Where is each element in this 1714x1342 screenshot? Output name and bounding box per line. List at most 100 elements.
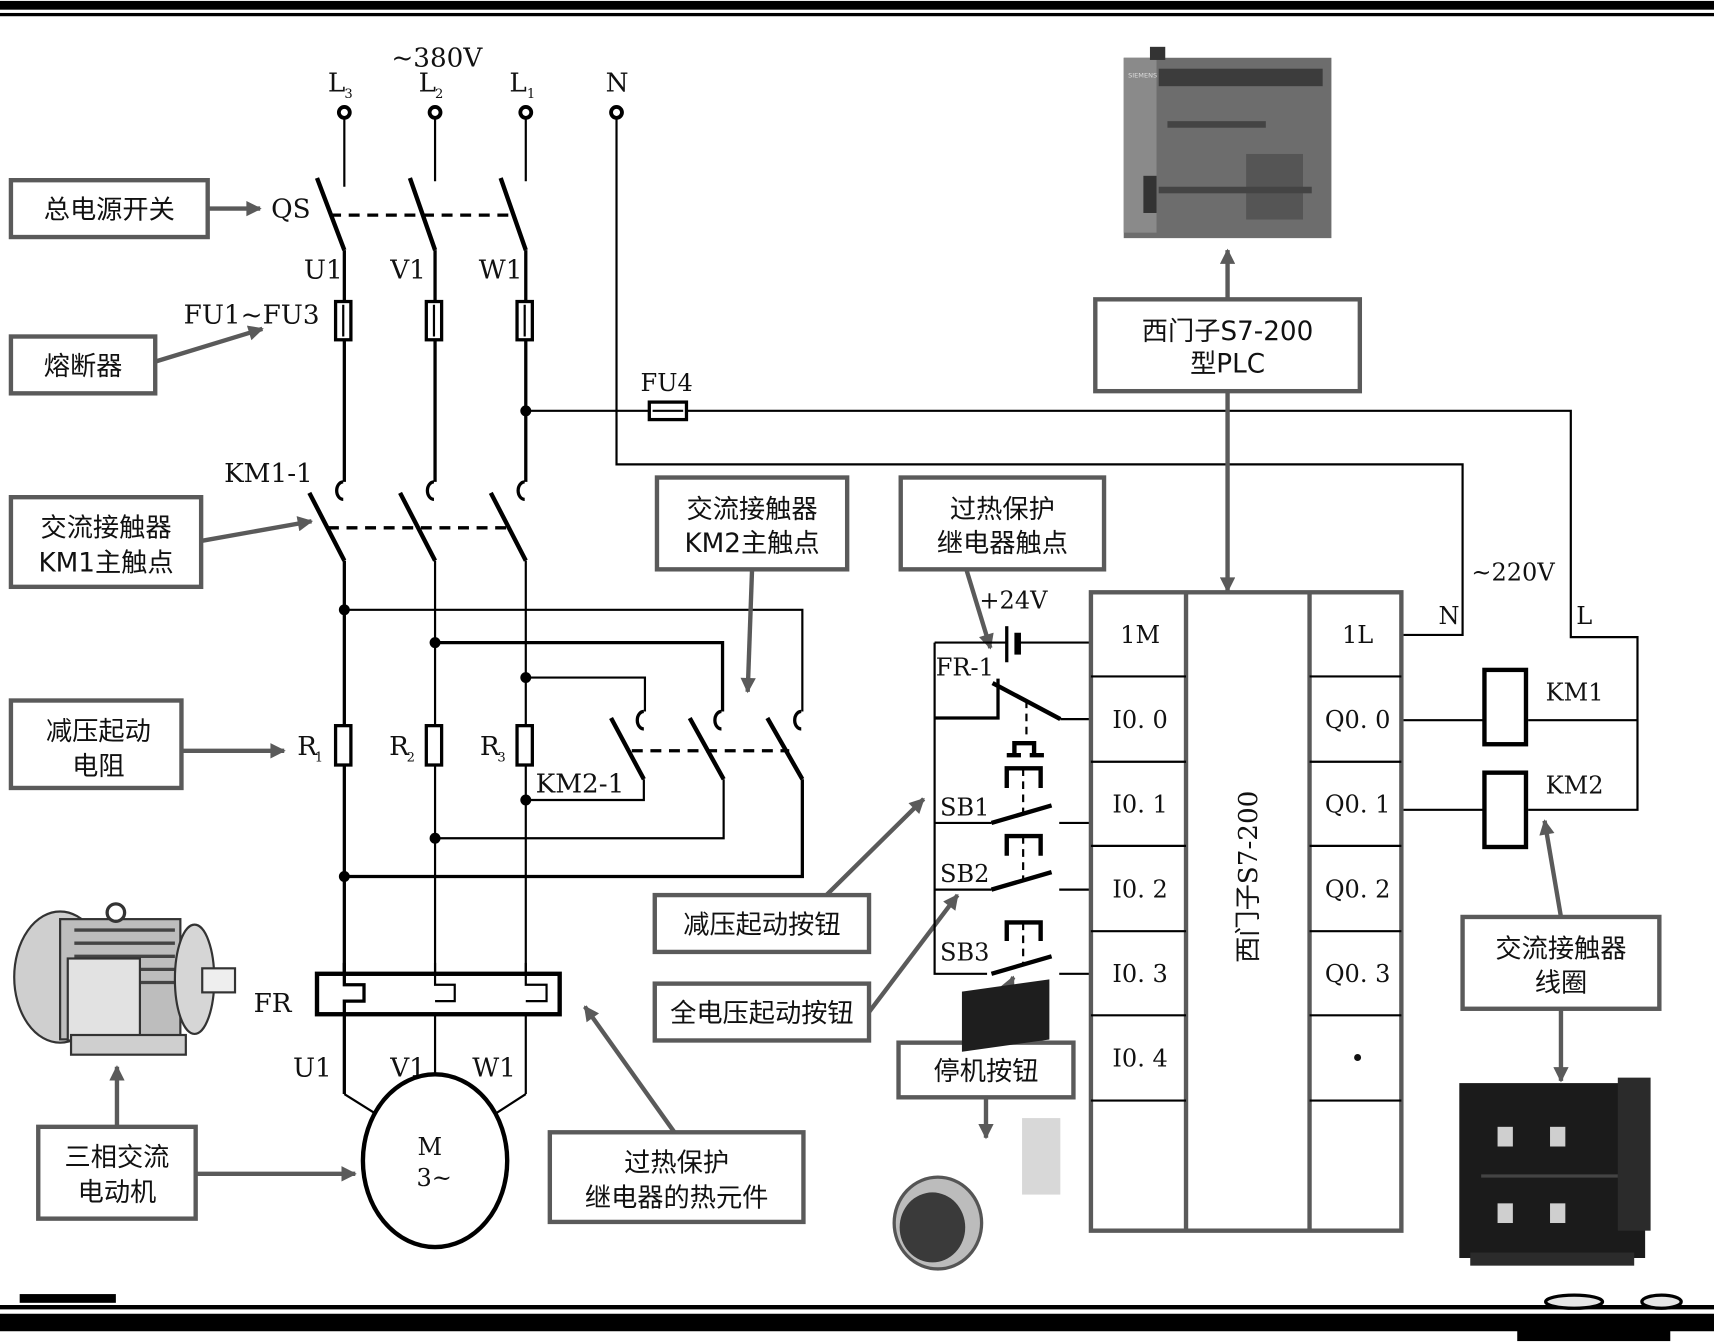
motor-photo <box>13 902 237 1056</box>
svg-text:SB2: SB2 <box>940 860 989 888</box>
bottom-left-mark <box>19 1294 116 1303</box>
svg-text:L: L <box>328 69 345 99</box>
label-fu4: FU4 <box>641 369 693 397</box>
label-u1-bottom: U1 <box>293 1054 332 1084</box>
svg-text:过热保护: 过热保护 <box>950 495 1055 525</box>
thermal-relay-fr: FR <box>254 962 562 1095</box>
svg-text:SB3: SB3 <box>940 939 989 967</box>
plc-block-title: 西门子S7-200 <box>1234 791 1264 963</box>
svg-text:交流接触器: 交流接触器 <box>687 495 818 525</box>
callout-stop-button: 停机按钮 <box>896 975 1076 1140</box>
phase-lines-upper <box>342 250 528 482</box>
callout-plc-model: 西门子S7-200 型PLC <box>1093 248 1363 593</box>
callout-fuse: 熔断器 <box>8 325 264 396</box>
svg-text:SIEMENS: SIEMENS <box>1128 71 1157 79</box>
svg-text:N: N <box>1439 602 1460 630</box>
terminal-l3: L 3 <box>328 69 353 120</box>
callout-start-resistor: 减压起动 电阻 <box>8 698 286 791</box>
fuses-fu1-fu3: FU1~FU3 <box>184 299 534 342</box>
plc-input-terminal: I0. 0 <box>1112 706 1167 734</box>
plc-output-terminal: 1L <box>1342 621 1373 649</box>
svg-text:熔断器: 熔断器 <box>44 352 123 382</box>
top-page-rule <box>0 12 1714 17</box>
plc-input-terminal: I0. 4 <box>1112 1045 1167 1073</box>
svg-text:KM2主触点: KM2主触点 <box>684 529 819 559</box>
svg-text:交流接触器: 交流接触器 <box>1495 934 1626 964</box>
callout-km1-main: 交流接触器 KM1主触点 <box>8 495 314 590</box>
plc-output-terminal: Q0. 1 <box>1325 791 1391 819</box>
push-button-photo <box>892 979 1061 1271</box>
svg-text:KM2-1: KM2-1 <box>536 769 625 799</box>
svg-text:过热保护: 过热保护 <box>624 1149 729 1179</box>
svg-text:R: R <box>297 732 318 762</box>
input-circuit: +24V FR-1 SB1 SB2 SB3 <box>933 587 1090 976</box>
svg-text:KM1: KM1 <box>1546 679 1604 707</box>
svg-text:3: 3 <box>497 751 505 766</box>
svg-text:~220V: ~220V <box>1471 558 1555 586</box>
terminal-l1: L 1 <box>509 69 535 120</box>
terminal-l2: L 2 <box>419 69 443 120</box>
plc-output-terminal: • <box>1351 1045 1365 1073</box>
start-resistors: R 1 R 2 R 3 <box>297 724 534 767</box>
svg-text:L: L <box>419 69 436 99</box>
label-u1-top: U1 <box>304 256 343 286</box>
svg-text:SB1: SB1 <box>940 793 989 821</box>
km2-out-w <box>525 779 645 802</box>
svg-text:西门子S7-200: 西门子S7-200 <box>1142 317 1313 347</box>
svg-text:1: 1 <box>315 751 323 766</box>
plc-photo: SIEMENS <box>1123 46 1332 239</box>
callout-thermal-element: 过热保护 继电器的热元件 <box>547 1005 806 1225</box>
supply-wires <box>343 118 527 187</box>
svg-text:+24V: +24V <box>979 587 1048 615</box>
callout-motor: 三相交流 电动机 <box>36 1065 357 1221</box>
bottom-right-tab <box>1517 1329 1671 1342</box>
svg-text:L: L <box>1576 602 1592 630</box>
supply-voltage-label: ~380V <box>391 44 483 74</box>
terminal-n: N <box>606 69 629 120</box>
plc-output-terminal: Q0. 3 <box>1325 960 1391 988</box>
svg-text:2: 2 <box>435 87 443 102</box>
svg-text:KM1主触点: KM1主触点 <box>38 549 173 579</box>
callout-km2-main: 交流接触器 KM2主触点 <box>654 475 850 694</box>
svg-text:减压起动: 减压起动 <box>46 717 151 747</box>
callout-main-switch: 总电源开关 <box>8 178 262 240</box>
svg-text:L: L <box>509 69 526 99</box>
svg-text:QS: QS <box>271 194 310 224</box>
motor-symbol: M 3~ <box>360 1072 510 1250</box>
coil-km1 <box>1482 667 1529 747</box>
svg-text:3: 3 <box>344 87 352 102</box>
km2-bus-w <box>525 676 647 712</box>
svg-text:减压起动按钮: 减压起动按钮 <box>683 910 840 940</box>
svg-text:KM1-1: KM1-1 <box>224 459 313 489</box>
svg-text:M: M <box>418 1133 443 1161</box>
km2-bus-v <box>435 640 725 712</box>
plc-input-terminal: I0. 2 <box>1112 875 1167 903</box>
main-switch-qs: QS <box>271 177 528 251</box>
contactor-photo <box>1459 1077 1651 1266</box>
svg-text:KM2: KM2 <box>1546 771 1604 799</box>
svg-text:型PLC: 型PLC <box>1190 350 1265 380</box>
svg-text:FU1~FU3: FU1~FU3 <box>184 300 320 330</box>
plc-output-terminal: Q0. 0 <box>1325 706 1391 734</box>
plc-output-terminal: Q0. 2 <box>1325 875 1391 903</box>
line-wire <box>525 409 1639 811</box>
svg-text:三相交流: 三相交流 <box>65 1143 170 1173</box>
bottom-page-bar <box>0 1313 1714 1332</box>
plc-input-terminal: I0. 1 <box>1112 791 1167 819</box>
svg-text:2: 2 <box>407 751 415 766</box>
label-w1-top: W1 <box>479 256 523 286</box>
svg-text:FR: FR <box>254 989 293 1019</box>
label-w1-bottom: W1 <box>472 1054 516 1084</box>
svg-text:电阻: 电阻 <box>72 752 124 782</box>
svg-text:线圈: 线圈 <box>1535 968 1587 998</box>
output-circuit: ~220V N L KM1 KM2 <box>1403 558 1638 850</box>
label-v1-top: V1 <box>389 256 426 286</box>
svg-text:FR-1: FR-1 <box>936 653 994 681</box>
svg-text:交流接触器: 交流接触器 <box>40 514 171 544</box>
coil-km2 <box>1482 770 1529 850</box>
svg-text:电动机: 电动机 <box>78 1178 157 1208</box>
svg-text:R: R <box>480 732 501 762</box>
svg-text:全电压起动按钮: 全电压起动按钮 <box>670 999 854 1029</box>
